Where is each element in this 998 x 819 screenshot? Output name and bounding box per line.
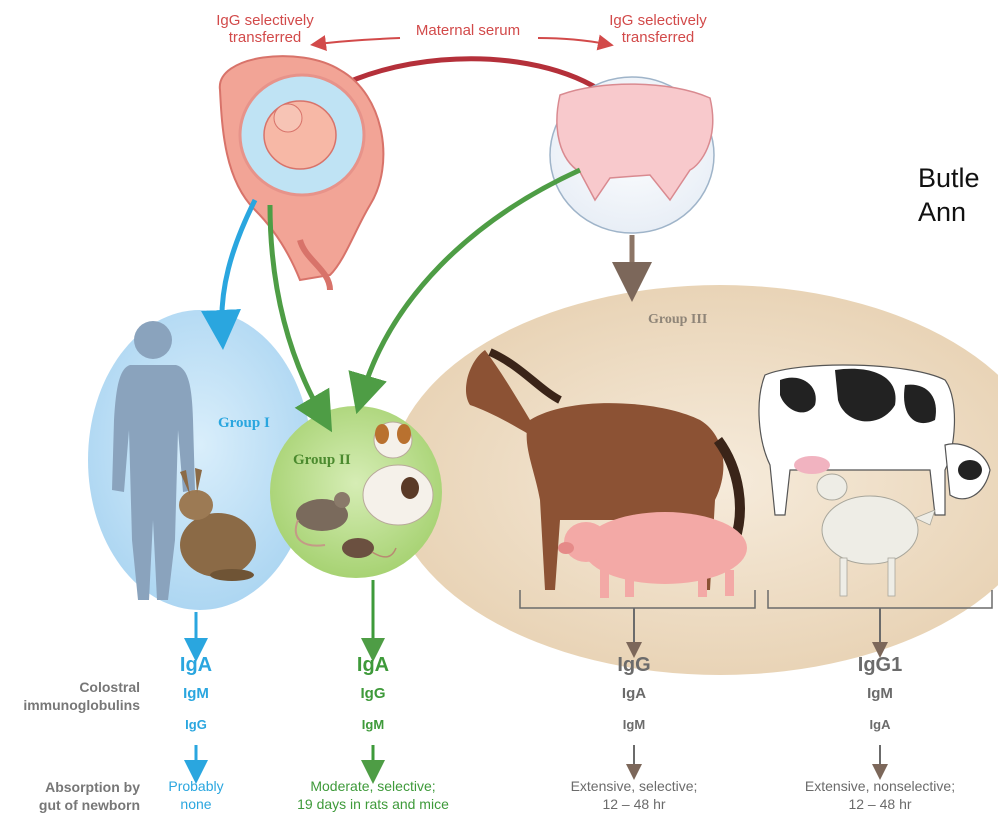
udder-icon xyxy=(550,77,714,233)
col2-ig-2: IgG xyxy=(313,685,433,702)
right-transfer-label: IgG selectively transferred xyxy=(588,12,728,47)
citation-line-1: Butle xyxy=(918,162,980,196)
left-transfer-line-2: transferred xyxy=(195,29,335,46)
col3-absorption: Extensive, selective; 12 – 48 hr xyxy=(534,778,734,813)
col4-ig-2: IgM xyxy=(820,685,940,702)
group-2-label: Group II xyxy=(293,452,351,469)
col1-absorption: Probably none xyxy=(136,778,256,813)
col3-ig-3: IgM xyxy=(574,717,694,732)
left-transfer-line-1: IgG selectively xyxy=(195,12,335,29)
arrow-uterus-to-group1 xyxy=(222,200,255,330)
citation-line-2: Ann xyxy=(918,196,980,230)
colostral-header-line-2: immunoglobulins xyxy=(0,696,140,714)
group-3-label: Group III xyxy=(648,312,707,328)
absorption-row-header: Absorption by gut of newborn xyxy=(0,778,140,814)
col3-absorption-line-1: Extensive, selective; xyxy=(534,778,734,796)
uterus-fetus-icon xyxy=(220,56,384,290)
group-1-label: Group I xyxy=(218,415,270,432)
col1-ig-3: IgG xyxy=(136,717,256,732)
col3-absorption-line-2: 12 – 48 hr xyxy=(534,796,734,814)
absorption-header-line-1: Absorption by xyxy=(0,778,140,796)
col4-absorption-line-2: 12 – 48 hr xyxy=(770,796,990,814)
maternal-serum-label: Maternal serum xyxy=(398,22,538,39)
col4-ig-1: IgG1 xyxy=(820,654,940,677)
col4-ig-3: IgA xyxy=(820,717,940,732)
col2-absorption: Moderate, selective; 19 days in rats and… xyxy=(263,778,483,813)
colostral-header-line-1: Colostral xyxy=(0,678,140,696)
col3-ig-2: IgA xyxy=(574,685,694,702)
col1-absorption-line-2: none xyxy=(136,796,256,814)
col1-ig-2: IgM xyxy=(136,685,256,702)
col2-ig-1: IgA xyxy=(313,654,433,677)
col2-absorption-line-1: Moderate, selective; xyxy=(263,778,483,796)
right-transfer-line-1: IgG selectively xyxy=(588,12,728,29)
col1-absorption-line-1: Probably xyxy=(136,778,256,796)
col4-absorption: Extensive, nonselective; 12 – 48 hr xyxy=(770,778,990,813)
colostral-row-header: Colostral immunoglobulins xyxy=(0,678,140,714)
citation-text: Butle Ann xyxy=(918,162,980,230)
col4-absorption-line-1: Extensive, nonselective; xyxy=(770,778,990,796)
col2-ig-3: IgM xyxy=(313,717,433,732)
col1-ig-1: IgA xyxy=(136,654,256,677)
col3-ig-1: IgG xyxy=(574,654,694,677)
col2-absorption-line-2: 19 days in rats and mice xyxy=(263,796,483,814)
absorption-header-line-2: gut of newborn xyxy=(0,796,140,814)
left-transfer-label: IgG selectively transferred xyxy=(195,12,335,47)
right-transfer-line-2: transferred xyxy=(588,29,728,46)
